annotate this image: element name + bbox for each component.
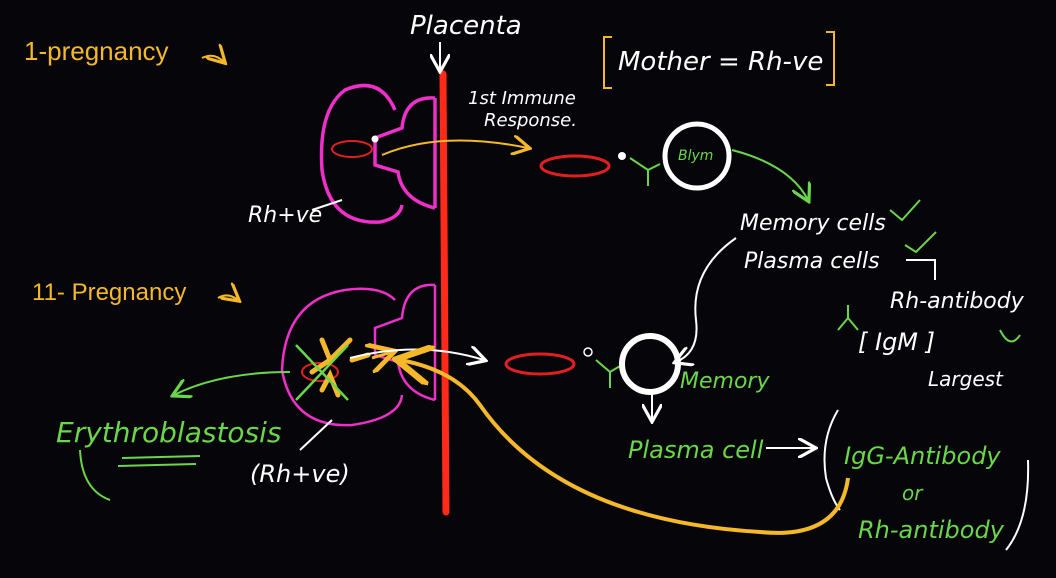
- igm-bracket-curve: [999, 329, 1021, 343]
- b-lymphocyte-cell: [662, 121, 732, 191]
- fetal-rbc-second: [301, 362, 339, 382]
- first-immune-label: 1st Immune: [468, 88, 576, 109]
- mother-bracket-left: [603, 36, 612, 89]
- plasma-cells-label: Plasma cells: [744, 249, 880, 274]
- to-erythroblastosis-arrow: [174, 371, 291, 395]
- rh-antigen-first: [371, 135, 379, 143]
- erythroblastosis-underline: [117, 455, 201, 467]
- igm-label: [ IgM ]: [858, 328, 935, 356]
- igg-tail: [1005, 459, 1030, 551]
- rh-antibody-label-first: Rh-antibody: [890, 289, 1025, 314]
- antibody-return-arrow: [400, 360, 850, 535]
- rh-positive-pointer-first: [311, 199, 343, 211]
- erythroblastosis-label: Erythroblastosis: [56, 416, 282, 449]
- erythroblastosis-tail: [79, 449, 111, 501]
- fetal-rbc-first: [331, 140, 373, 158]
- rh-antigen-maternal-second: [583, 347, 593, 357]
- maternal-side-rbc-first: [539, 154, 611, 178]
- memory-recall-arrow: [676, 237, 737, 362]
- rh-antigen-maternal-first: [618, 152, 626, 160]
- antibody-y-first: [629, 157, 661, 186]
- memory-cells-label: Memory cells: [740, 211, 886, 236]
- igg-bracket: [823, 409, 841, 511]
- antigen-crossing-arrow: [381, 140, 528, 155]
- plasma-to-rh-antibody-arrow: [906, 259, 936, 280]
- first-pregnancy-title: 1-pregnancy: [24, 36, 169, 66]
- plasma-cell-label: Plasma cell: [628, 436, 764, 464]
- uterus-first: [319, 83, 437, 224]
- destroyed-cross: [295, 344, 349, 401]
- antibody-y-igm: [837, 305, 859, 331]
- rh-antibody-label-second: Rh-antibody: [858, 516, 1005, 544]
- second-pregnancy-title: 11- Pregnancy: [32, 279, 186, 306]
- blym-to-memory-arrow: [731, 149, 808, 200]
- plasma-cells-check: [904, 231, 937, 254]
- antibody-bind-arrow: [372, 352, 392, 358]
- largest-label: Largest: [928, 367, 1004, 391]
- memory-cell-second: [619, 333, 681, 395]
- b-lymphocyte-label: Blym: [678, 148, 713, 164]
- second-pregnancy-arrow: [217, 295, 238, 300]
- antibody-cluster: [309, 337, 371, 398]
- antibody-y-second: [595, 359, 621, 388]
- immune-response-label: Response.: [484, 110, 577, 131]
- placenta-label: Placenta: [410, 11, 522, 41]
- rh-positive-label-first: Rh+ve: [248, 203, 322, 228]
- igg-label: IgG-Antibody: [844, 442, 1001, 470]
- mother-label: Mother = Rh-ve: [618, 47, 823, 77]
- rh-positive-label-second: (Rh+ve): [250, 460, 350, 488]
- maternal-side-rbc-second: [504, 352, 576, 376]
- first-pregnancy-arrow: [201, 56, 224, 62]
- mother-bracket-right: [826, 31, 835, 86]
- rh-positive-pointer-second: [299, 419, 333, 451]
- memory-cells-check: [889, 199, 921, 222]
- memory-label: Memory: [680, 369, 770, 394]
- placenta-barrier: [439, 70, 450, 516]
- or-label: or: [902, 481, 924, 505]
